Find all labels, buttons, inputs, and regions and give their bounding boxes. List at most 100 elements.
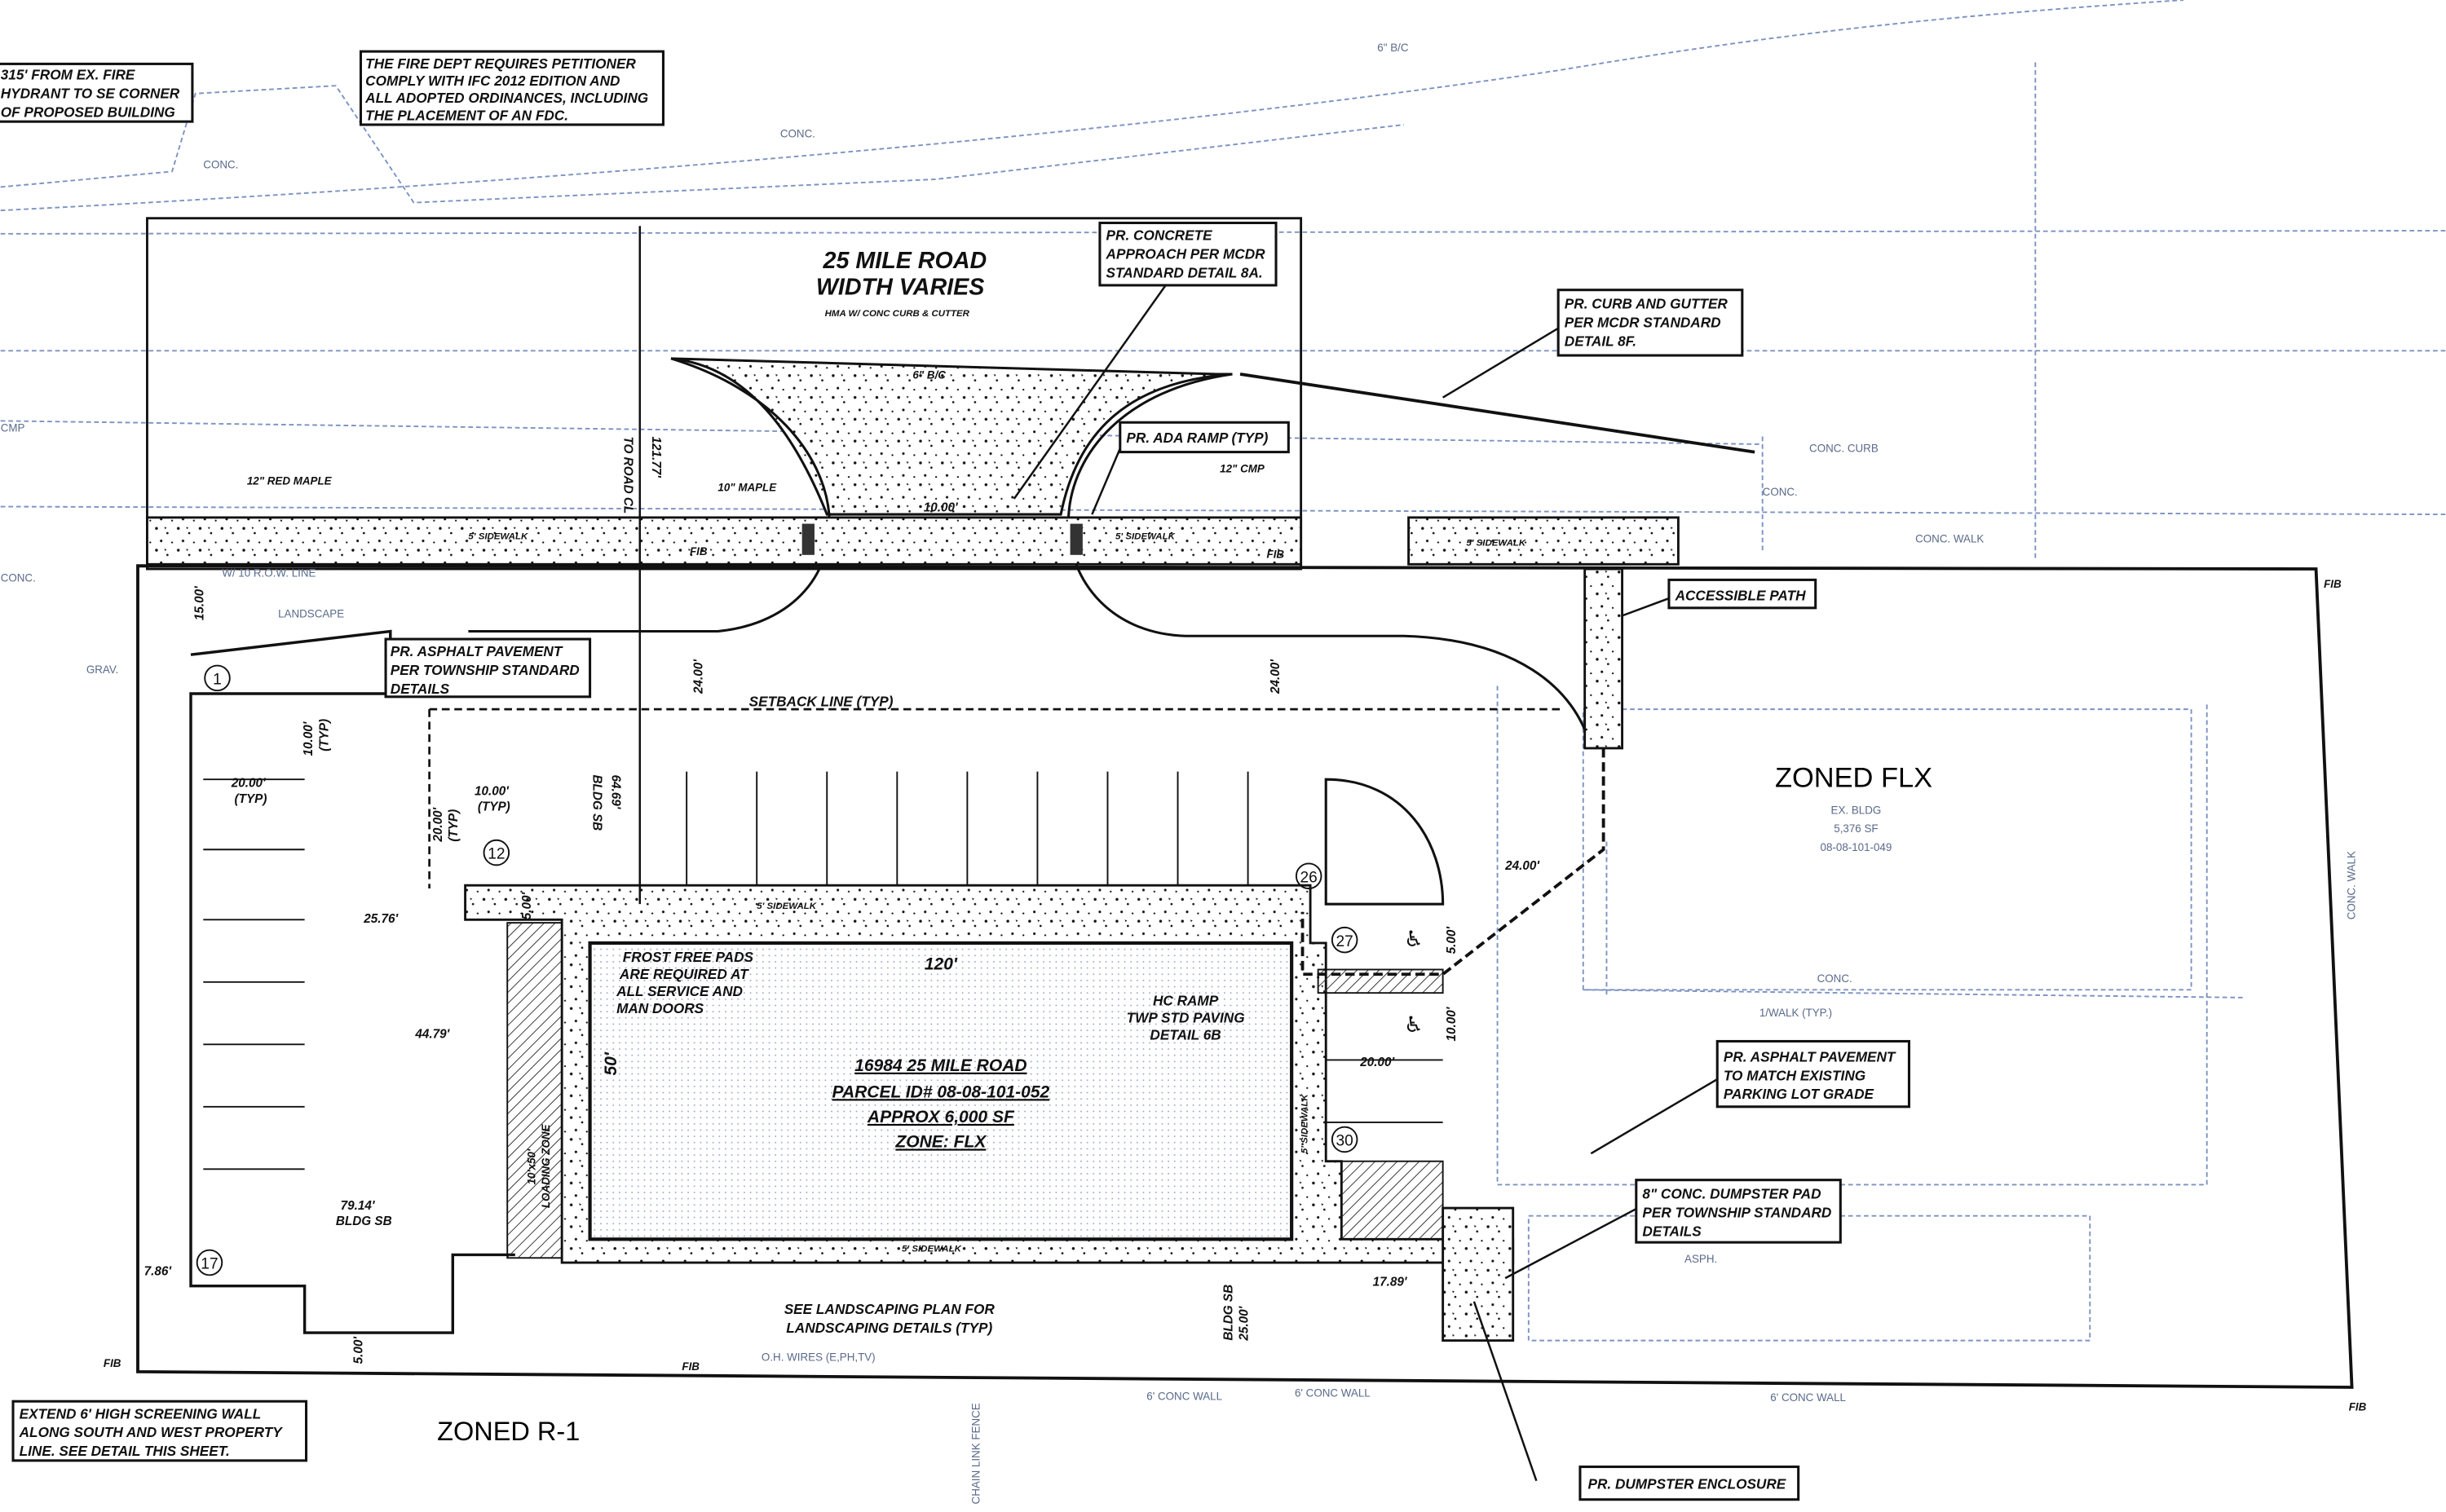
svg-text:CONC.: CONC. <box>1817 972 1852 985</box>
svg-text:APPROX 6,000 SF: APPROX 6,000 SF <box>867 1108 1015 1126</box>
svg-text:10.00': 10.00' <box>924 500 959 514</box>
svg-text:25.00': 25.00' <box>1238 1305 1252 1341</box>
svg-text:16984 25 MILE ROAD: 16984 25 MILE ROAD <box>854 1056 1027 1075</box>
svg-text:5' SIDEWALK: 5' SIDEWALK <box>1115 532 1176 542</box>
svg-text:FIB: FIB <box>1267 549 1285 561</box>
svg-text:24.00': 24.00' <box>1269 659 1283 694</box>
svg-text:10.00': 10.00' <box>1445 1006 1459 1041</box>
svg-text:24.00': 24.00' <box>1504 859 1540 873</box>
svg-text:BLDG SB: BLDG SB <box>336 1214 392 1228</box>
svg-text:15.00': 15.00' <box>192 585 206 620</box>
svg-text:12" CMP: 12" CMP <box>1220 462 1265 474</box>
svg-text:O.H. WIRES (E,PH,TV): O.H. WIRES (E,PH,TV) <box>762 1351 876 1364</box>
svg-text:FIB: FIB <box>2349 1401 2367 1413</box>
drive-approach <box>670 357 1233 516</box>
svg-text:CMP: CMP <box>1 422 25 434</box>
svg-text:10'x50': 10'x50' <box>526 1148 538 1184</box>
svg-text:10.00': 10.00' <box>302 721 316 756</box>
svg-text:6' CONC WALL: 6' CONC WALL <box>1770 1391 1846 1404</box>
sidewalk <box>146 516 1303 566</box>
svg-text:PARCEL ID# 08-08-101-052: PARCEL ID# 08-08-101-052 <box>832 1082 1050 1101</box>
svg-text:(TYP): (TYP) <box>478 800 510 813</box>
dumpster-pad <box>1442 1206 1515 1342</box>
svg-text:121.77': 121.77' <box>649 436 663 478</box>
svg-text:LANDSCAPE: LANDSCAPE <box>278 607 344 619</box>
svg-text:LOADING ZONE: LOADING ZONE <box>540 1123 552 1208</box>
svg-text:6' CONC WALL: 6' CONC WALL <box>1295 1386 1371 1399</box>
proposed-building <box>588 941 1294 1241</box>
svg-text:PR. ADA RAMP (TYP): PR. ADA RAMP (TYP) <box>1126 430 1268 446</box>
svg-text:20.00': 20.00' <box>431 806 445 842</box>
note-ada-ramp: PR. ADA RAMP (TYP) <box>1119 421 1290 454</box>
svg-text:79.14': 79.14' <box>341 1199 376 1213</box>
svg-text:5' SIDEWALK: 5' SIDEWALK <box>902 1245 962 1254</box>
zone-r1: ZONED R-1 <box>437 1417 580 1446</box>
svg-text:CONC. CURB: CONC. CURB <box>1809 443 1879 455</box>
svg-text:12: 12 <box>488 846 505 863</box>
svg-text:5.00': 5.00' <box>520 892 534 920</box>
road-name: 25 MILE ROAD <box>823 248 987 274</box>
svg-text:5' SIDEWALK: 5' SIDEWALK <box>468 532 528 542</box>
svg-text:17: 17 <box>201 1256 218 1273</box>
svg-text:CONC.: CONC. <box>1 571 36 584</box>
svg-text:TO ROAD CL: TO ROAD CL <box>621 436 635 514</box>
svg-text:12" RED MAPLE: 12" RED MAPLE <box>247 475 333 487</box>
svg-text:FIB: FIB <box>2324 578 2342 590</box>
svg-text:6" B/C: 6" B/C <box>1377 42 1409 54</box>
svg-text:1: 1 <box>213 672 222 689</box>
building-width: 120' <box>925 954 958 973</box>
svg-text:5' SIDEWALK: 5' SIDEWALK <box>1466 538 1526 548</box>
svg-text:5' SIDEWALK: 5' SIDEWALK <box>757 901 817 911</box>
svg-text:SETBACK LINE (TYP): SETBACK LINE (TYP) <box>749 693 894 709</box>
svg-text:CONC.: CONC. <box>1763 486 1798 498</box>
svg-text:1/WALK (TYP.): 1/WALK (TYP.) <box>1759 1007 1832 1019</box>
svg-text:6" B/C: 6" B/C <box>912 369 946 381</box>
svg-text:20.00': 20.00' <box>1359 1056 1395 1069</box>
accessible-parking-icon: ♿♿ <box>1404 927 1424 1038</box>
svg-text:10.00': 10.00' <box>475 784 510 798</box>
svg-text:ZONE: FLX: ZONE: FLX <box>894 1133 987 1152</box>
svg-text:ACCESSIBLE PATH: ACCESSIBLE PATH <box>1675 587 1807 603</box>
svg-text:ASPH.: ASPH. <box>1684 1253 1717 1265</box>
svg-text:5.00': 5.00' <box>1445 926 1459 954</box>
svg-text:CONC.: CONC. <box>780 127 815 139</box>
svg-text:BLDG SB: BLDG SB <box>589 774 603 831</box>
svg-text:44.79': 44.79' <box>414 1028 450 1042</box>
svg-text:(TYP): (TYP) <box>317 719 331 752</box>
svg-text:10" MAPLE: 10" MAPLE <box>717 481 777 493</box>
zone-flx: ZONED FLX <box>1775 763 1932 794</box>
svg-text:(TYP): (TYP) <box>447 809 461 842</box>
building-depth: 50' <box>602 1051 620 1075</box>
svg-text:27: 27 <box>1336 933 1353 950</box>
svg-text:5.00': 5.00' <box>351 1336 365 1364</box>
building-label: 16984 25 MILE ROAD PARCEL ID# 08-08-101-… <box>832 1056 1050 1152</box>
svg-text:26: 26 <box>1300 869 1318 886</box>
road-width: WIDTH VARIES <box>816 274 985 300</box>
svg-text:CONC.: CONC. <box>203 159 238 171</box>
note-dumpster-enclosure: PR. DUMPSTER ENCLOSURE <box>1578 1466 1800 1501</box>
loading-zone <box>506 922 563 1259</box>
svg-text:(TYP): (TYP) <box>235 792 267 806</box>
svg-text:7.86': 7.86' <box>144 1264 173 1278</box>
svg-text:17.89': 17.89' <box>1373 1276 1408 1289</box>
road-surface: HMA W/ CONC CURB & CUTTER <box>825 309 970 319</box>
svg-text:PR. DUMPSTER ENCLOSURE: PR. DUMPSTER ENCLOSURE <box>1587 1475 1786 1492</box>
note-accessible-path: ACCESSIBLE PATH <box>1667 578 1817 610</box>
map-labels: CONC. CONC. CONC. CONC. 6" B/C 6" B/C 12" … <box>1 42 2367 1504</box>
